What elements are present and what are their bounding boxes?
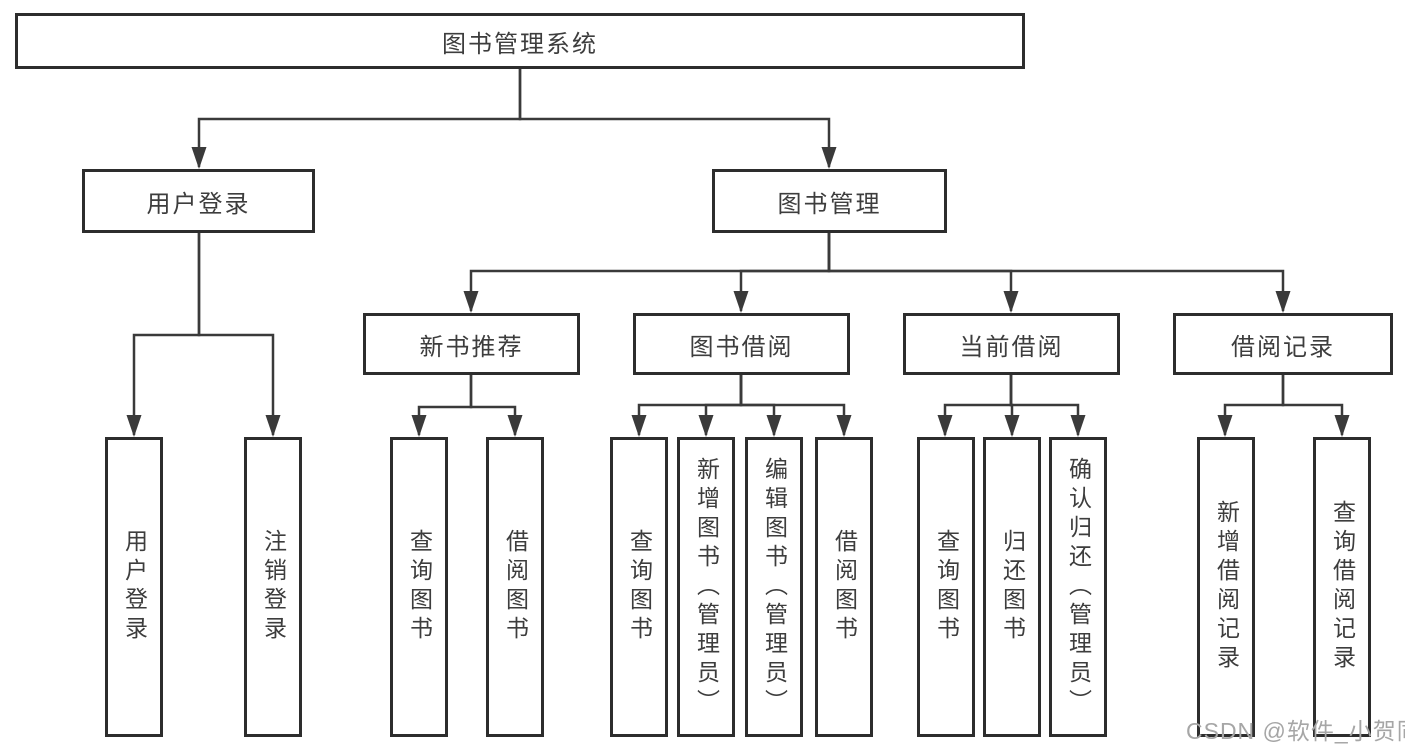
node-leaf-user-login: 用户登录 <box>105 437 163 737</box>
node-leaf-borrow-books-recommend: 借阅图书 <box>486 437 544 737</box>
edge-root-to-book-management <box>518 69 837 169</box>
csdn-watermark: CSDN @软件_小贺同学 <box>1186 718 1405 744</box>
node-leaf-user-login-label: 用户登录 <box>121 529 148 645</box>
node-book-borrowing: 图书借阅 <box>633 313 850 375</box>
node-user-login-branch: 用户登录 <box>82 169 315 233</box>
node-new-book-recommend-label: 新书推荐 <box>419 333 524 361</box>
node-book-management-branch: 图书管理 <box>712 169 947 233</box>
edge-root-to-user-login <box>191 69 522 169</box>
edge-user-login-to-user-login-leaf <box>126 233 201 437</box>
edge-book-borrowing-to-borrow-books <box>739 375 852 437</box>
node-new-book-recommend: 新书推荐 <box>363 313 580 375</box>
node-leaf-query-books-borrowing-label: 查询图书 <box>626 529 653 645</box>
edge-book-borrowing-to-query-books <box>631 375 743 437</box>
node-borrowing-records: 借阅记录 <box>1173 313 1393 375</box>
node-leaf-confirm-return-admin: 确认归还（管理员） <box>1049 437 1107 737</box>
node-leaf-query-books-current: 查询图书 <box>917 437 975 737</box>
node-leaf-query-books-current-label: 查询图书 <box>933 529 960 645</box>
node-leaf-query-borrow-record-label: 查询借阅记录 <box>1329 500 1356 674</box>
node-current-borrowing-label: 当前借阅 <box>959 333 1064 361</box>
edge-current-borrowing-to-query-books <box>937 375 1013 437</box>
edge-book-borrowing-to-add-books <box>698 375 743 437</box>
node-root-label: 图书管理系统 <box>442 30 598 58</box>
node-leaf-edit-books-admin: 编辑图书（管理员） <box>745 437 803 737</box>
edge-book-management-to-new-book-recommend <box>463 233 831 313</box>
node-leaf-confirm-return-admin-label: 确认归还（管理员） <box>1065 456 1092 718</box>
edge-borrowing-records-to-add-record <box>1217 375 1285 437</box>
node-leaf-add-books-admin: 新增图书（管理员） <box>677 437 735 737</box>
node-leaf-logout-label: 注销登录 <box>260 529 287 645</box>
node-leaf-borrow-books: 借阅图书 <box>815 437 873 737</box>
node-leaf-query-borrow-record: 查询借阅记录 <box>1313 437 1371 737</box>
node-leaf-add-books-admin-label: 新增图书（管理员） <box>693 456 720 718</box>
edge-book-management-to-borrowing-records <box>827 233 1291 313</box>
node-leaf-add-borrow-record-label: 新增借阅记录 <box>1213 500 1240 674</box>
edge-user-login-to-logout-leaf <box>197 233 281 437</box>
node-leaf-query-books-borrowing: 查询图书 <box>610 437 668 737</box>
edge-current-borrowing-to-confirm-return <box>1009 375 1086 437</box>
edge-borrowing-records-to-query-record <box>1281 375 1350 437</box>
edge-current-borrowing-to-return-books <box>1004 375 1020 437</box>
node-book-borrowing-label: 图书借阅 <box>689 333 794 361</box>
node-borrowing-records-label: 借阅记录 <box>1231 333 1335 361</box>
node-book-management-branch-label: 图书管理 <box>777 190 882 218</box>
node-user-login-branch-label: 用户登录 <box>146 190 251 218</box>
node-leaf-logout: 注销登录 <box>244 437 302 737</box>
node-root-library-management-system: 图书管理系统 <box>15 13 1025 69</box>
edge-book-management-to-current-borrowing <box>827 233 1019 313</box>
edge-book-borrowing-to-edit-books <box>739 375 782 437</box>
node-leaf-query-books-recommend-label: 查询图书 <box>406 529 433 645</box>
node-leaf-add-borrow-record: 新增借阅记录 <box>1197 437 1255 737</box>
node-leaf-query-books-recommend: 查询图书 <box>390 437 448 737</box>
node-leaf-borrow-books-recommend-label: 借阅图书 <box>502 529 529 645</box>
node-leaf-borrow-books-label: 借阅图书 <box>831 529 858 645</box>
edge-book-management-to-book-borrowing <box>733 233 831 313</box>
edge-new-book-recommend-to-borrow-books <box>469 375 523 437</box>
node-leaf-return-books-label: 归还图书 <box>999 529 1026 645</box>
node-leaf-edit-books-admin-label: 编辑图书（管理员） <box>761 456 788 718</box>
edge-new-book-recommend-to-query-books <box>411 375 473 437</box>
node-current-borrowing: 当前借阅 <box>903 313 1120 375</box>
node-leaf-return-books: 归还图书 <box>983 437 1041 737</box>
